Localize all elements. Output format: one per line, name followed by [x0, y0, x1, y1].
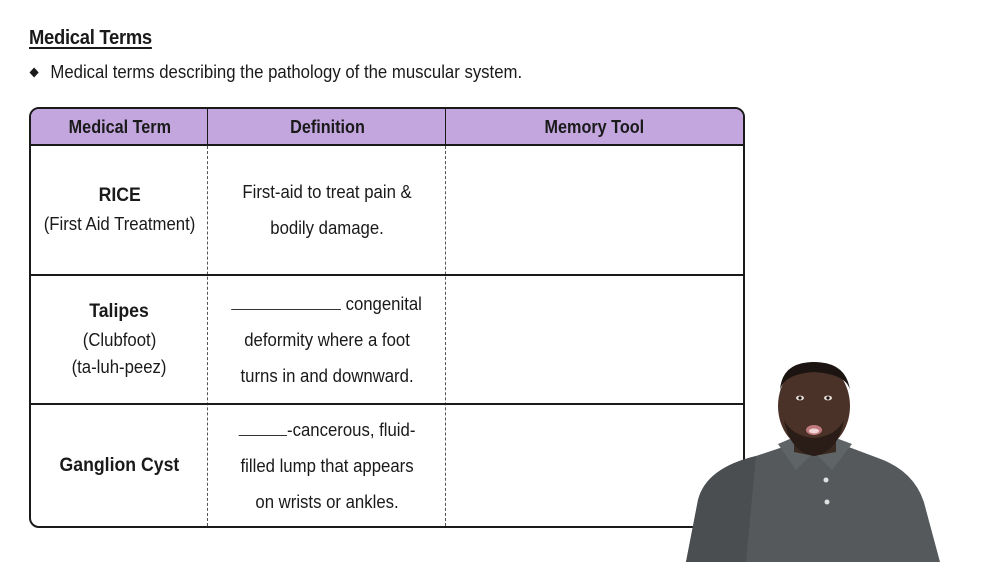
table-row-definition: -cancerous, fluid- filled lump that appe… [208, 405, 446, 526]
header-label: Medical Term [68, 117, 171, 137]
row-divider [31, 403, 743, 405]
table-row-definition: First-aid to treat pain & bodily damage. [208, 146, 446, 274]
table-row-term: Talipes (Clubfoot) (ta-luh-peez) [31, 276, 208, 403]
header-label: Definition [289, 117, 365, 137]
definition-text: congenital [341, 293, 423, 314]
header-divider [207, 109, 208, 144]
row-divider [31, 274, 743, 276]
term-subtitle: (Clubfoot) [82, 330, 157, 350]
table-row-definition: congenital deformity where a foot turns … [208, 276, 446, 403]
term-name: RICE [98, 185, 141, 206]
definition-line: First-aid to treat pain & [242, 182, 412, 202]
header-memory-tool: Memory Tool [446, 109, 743, 144]
fill-in-blank [231, 292, 342, 310]
table-row-term: RICE (First Aid Treatment) [31, 146, 208, 274]
definition-line: filled lump that appears [240, 455, 414, 476]
definition-line: bodily damage. [270, 218, 384, 238]
term-pronunciation: (ta-luh-peez) [72, 357, 167, 377]
definition-line: on wrists or ankles. [255, 491, 399, 512]
term-name: Talipes [89, 301, 150, 322]
definition-line: -cancerous, fluid- [238, 412, 416, 448]
term-name: Ganglion Cyst [59, 454, 180, 476]
definition-line: congenital [231, 286, 423, 322]
header-definition: Definition [208, 109, 446, 144]
slide-title: Medical Terms [29, 27, 152, 49]
diamond-bullet-icon [29, 67, 39, 78]
term-subtitle: (First Aid Treatment) [43, 214, 196, 234]
definition-line: deformity where a foot [244, 329, 410, 350]
table-header: Medical Term Definition Memory Tool [31, 109, 743, 146]
header-divider [445, 109, 446, 144]
definition-line: turns in and downward. [240, 365, 414, 386]
table-row-memory-tool [446, 146, 743, 274]
header-label: Memory Tool [544, 117, 645, 137]
header-medical-term: Medical Term [31, 109, 208, 144]
medical-terms-table: Medical Term Definition Memory Tool RICE… [29, 107, 745, 528]
fill-in-blank [238, 418, 287, 436]
presenter-video-icon [686, 360, 946, 562]
bullet-text: Medical terms describing the pathology o… [50, 62, 523, 82]
column-divider [207, 146, 208, 526]
bullet-point: Medical terms describing the pathology o… [29, 62, 522, 83]
definition-text: -cancerous, fluid- [286, 419, 416, 440]
column-divider [445, 146, 446, 526]
table-row-term: Ganglion Cyst [31, 405, 208, 526]
